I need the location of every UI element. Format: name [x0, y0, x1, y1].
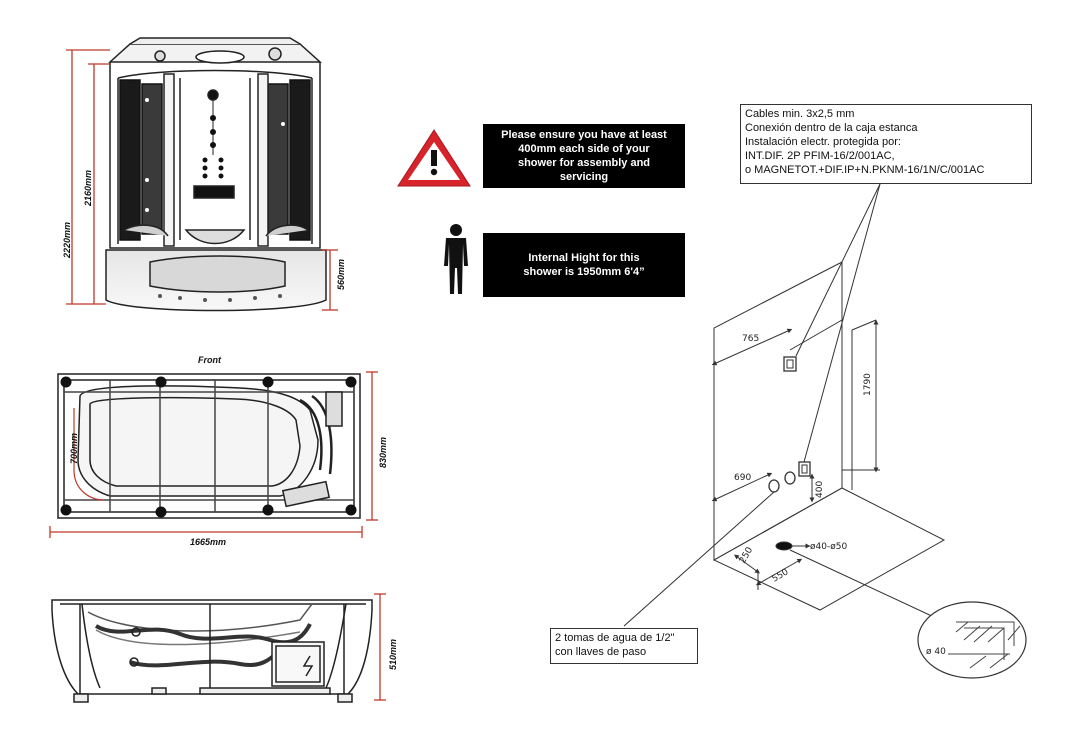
side-height: 510mm: [388, 639, 398, 670]
water-supply-callout: 2 tomas de agua de 1/2" con llaves de pa…: [550, 628, 698, 664]
elevation-cabin-height: 2160mm: [83, 170, 93, 207]
plan-depth: 830mm: [378, 437, 388, 468]
electrical-line: Cables min. 3x2,5 mm: [745, 108, 855, 120]
warning-line: Please ensure you have at least: [501, 129, 667, 141]
electrical-line: INT.DIF. 2P PFIM-16/2/001AC,: [745, 150, 895, 162]
warning-triangle-icon: [397, 129, 471, 187]
dim-drain-offset: 550: [771, 567, 791, 584]
water-line: 2 tomas de agua de 1/2": [555, 632, 675, 644]
electrical-line: Conexión dentro de la caja estanca: [745, 122, 918, 134]
plan-view-feet: [60, 376, 357, 518]
dim-detail-diameter: ø 40: [926, 647, 946, 657]
dim-tap-height: 400: [815, 481, 825, 498]
electrical-line: Instalación electr. protegida por:: [745, 136, 901, 148]
elevation-total-height: 2220mm: [62, 222, 72, 259]
height-line: shower is 1950mm 6'4”: [523, 266, 645, 278]
elevation-base-height: 560mm: [336, 259, 346, 290]
warning-line: shower for assembly and: [517, 157, 651, 169]
plan-view-label: Front: [198, 355, 222, 365]
dim-socket-offset: 765: [742, 334, 759, 344]
elevation-dimension-lines: [66, 49, 338, 311]
person-icon: [444, 224, 468, 294]
plan-length: 1665mm: [190, 537, 226, 547]
installation-diagram: [623, 183, 946, 627]
plan-dimension-lines: [49, 371, 378, 538]
side-view: [51, 599, 373, 703]
dim-socket-height: 1790: [863, 373, 873, 396]
assembly-warning-panel: Please ensure you have at least 400mm ea…: [483, 124, 685, 188]
electrical-line: o MAGNETOT.+DIF.IP+N.PKNM-16/1N/C/001AC: [745, 164, 985, 176]
electrical-requirements-callout: Cables min. 3x2,5 mm Conexión dentro de …: [740, 104, 1032, 184]
warning-line: 400mm each side of your: [518, 143, 650, 155]
cabin-front-elevation: [105, 37, 327, 312]
internal-height-panel: Internal Hight for this shower is 1950mm…: [483, 233, 685, 297]
side-dimension-lines: [374, 593, 386, 701]
plan-inner-depth: 700mm: [69, 433, 79, 464]
plan-view: [57, 373, 361, 519]
warning-line: servicing: [559, 171, 609, 183]
dim-drain-diameter: ø40-ø50: [810, 542, 847, 552]
dim-tap-offset: 690: [734, 473, 751, 483]
water-line: con llaves de paso: [555, 646, 647, 658]
height-line: Internal Hight for this: [528, 252, 640, 264]
drain-detail-magnifier: [917, 601, 1027, 679]
dim-drain-small: 250: [738, 545, 755, 565]
